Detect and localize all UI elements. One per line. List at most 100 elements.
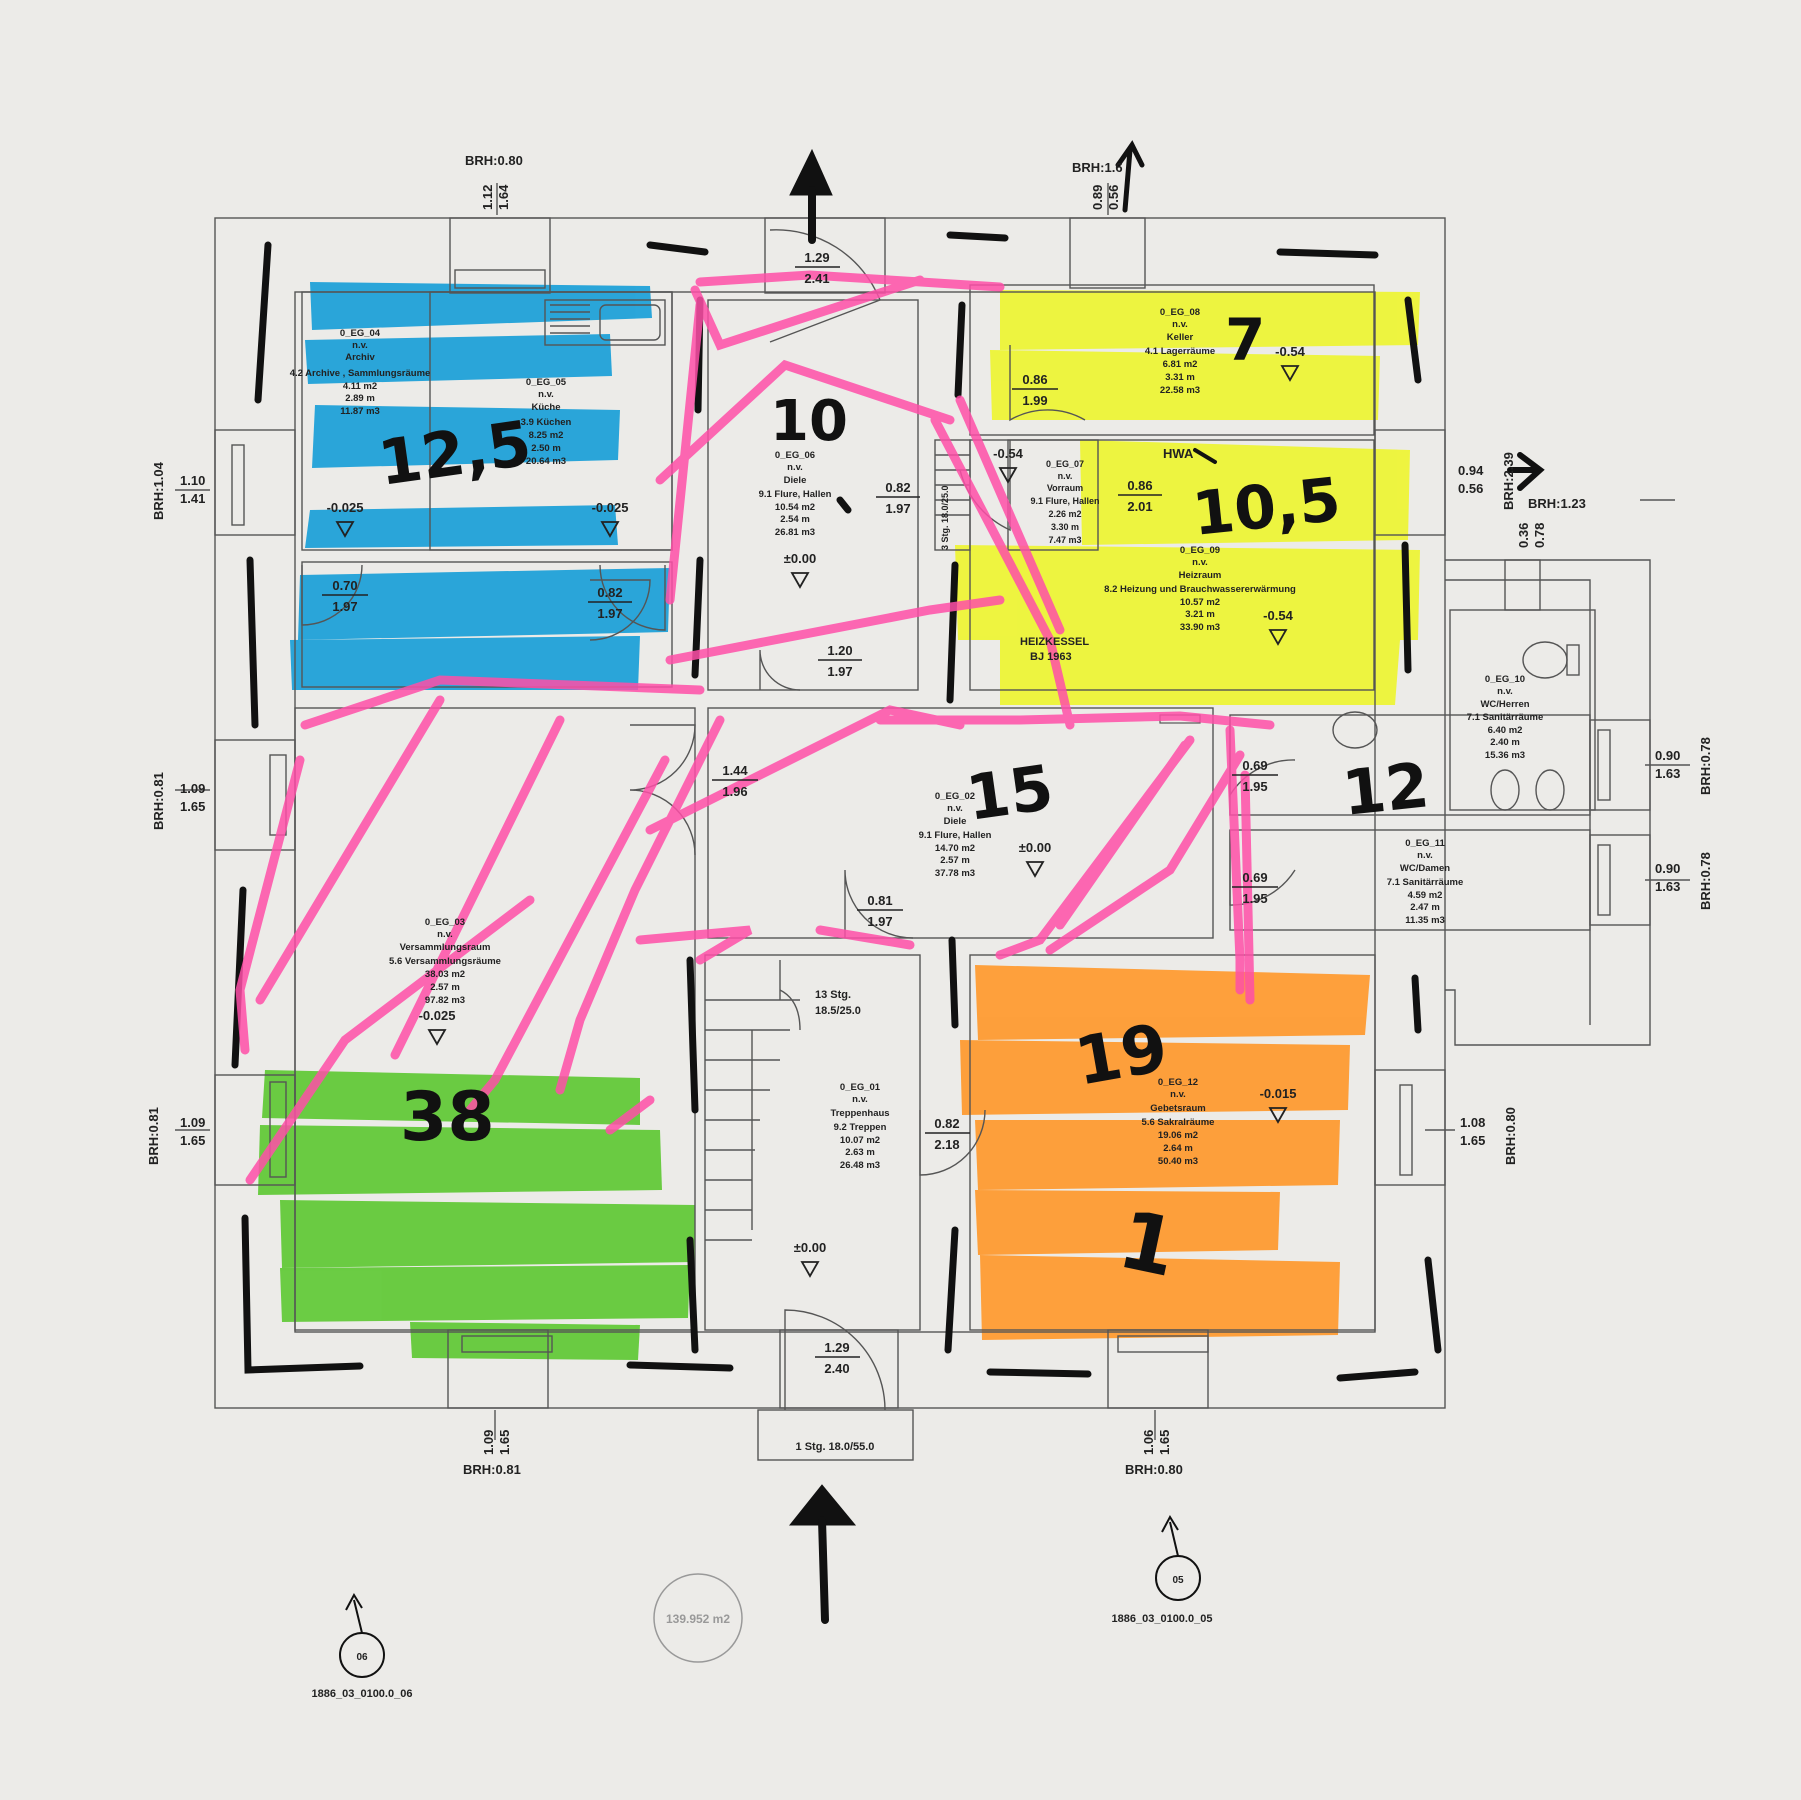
room-height: 2.54 m (780, 514, 810, 525)
section-marker-right: 05 1886_03_0100.0_05 (1112, 1514, 1212, 1625)
misc-labels: HEIZKESSEL BJ 1963 HWA 13 Stg. 18.5/25.0… (796, 446, 1194, 1453)
win-left3-brh: BRH:0.81 (146, 1107, 161, 1165)
room-use: 3.9 Küchen (521, 417, 572, 428)
room-use: 5.6 Versammlungsräume (389, 956, 501, 967)
room-nv: n.v. (437, 929, 453, 940)
room-area: 4.59 m2 (1408, 890, 1443, 901)
door-entry-height: 2.40 (824, 1361, 849, 1376)
door-diele-bot-height: 1.97 (827, 664, 852, 679)
level-triangle-icon (1025, 861, 1045, 878)
win-top-right-a: 0.89 (1090, 185, 1105, 210)
door-diele-width: 0.82 (885, 480, 910, 495)
room-area: 6.40 m2 (1488, 725, 1523, 736)
win-right3-a: 0.90 (1655, 861, 1680, 876)
room-id: 0_EG_12 (1158, 1077, 1198, 1088)
door-dimension-rules (322, 266, 1278, 1358)
room-name: Treppenhaus (830, 1108, 889, 1119)
door-vers-height: 1.96 (722, 784, 747, 799)
room-name: Vorraum (1047, 483, 1083, 493)
room-volume: 22.58 m3 (1160, 385, 1200, 396)
room-nv: n.v. (1417, 850, 1433, 861)
win-right2-brh: BRH:0.78 (1698, 737, 1713, 795)
win-top-left-a: 1.12 (480, 185, 495, 210)
win-left1-a: 1.10 (180, 473, 205, 488)
room-id: 0_EG_09 (1180, 545, 1220, 556)
small-stairs-label: 3 Stg. 18.0/25.0 (940, 485, 950, 550)
win-left3-a: 1.09 (180, 1115, 205, 1130)
room-id: 0_EG_05 (526, 377, 567, 388)
win-left2-b: 1.65 (180, 799, 205, 814)
room-height: 2.50 m (531, 443, 561, 454)
room-height: 2.89 m (345, 393, 375, 404)
room-0_EG_10: 0_EG_10 n.v. WC/Herren 7.1 Sanitärräume … (1467, 674, 1544, 761)
room-nv: n.v. (787, 462, 803, 473)
room-0_EG_05: 0_EG_05 n.v. Küche 3.9 Küchen 8.25 m2 2.… (521, 377, 572, 467)
total-area-stamp: 139.952 m2 (653, 1573, 743, 1663)
room-name: WC/Damen (1400, 863, 1450, 874)
room-name: Keller (1167, 332, 1194, 343)
marker-orange (960, 965, 1370, 1340)
room-area: 10.07 m2 (840, 1135, 880, 1146)
level-triangle-icon (335, 521, 355, 538)
hw-diele-area: 10 (770, 389, 848, 454)
level-triangle-icon (1280, 365, 1300, 382)
door-heiz-height: 2.01 (1127, 499, 1152, 514)
win-top-right-b: 0.56 (1106, 185, 1121, 210)
room-area: 38.03 m2 (425, 969, 465, 980)
room-height: 2.57 m (430, 982, 460, 993)
win-left1-b: 1.41 (180, 491, 205, 506)
marker-pink-hatch (235, 270, 1275, 1185)
win-right4-a: 1.08 (1460, 1115, 1485, 1130)
win-left1-brh: BRH:1.04 (151, 461, 166, 520)
win-right3-brh: BRH:0.78 (1698, 852, 1713, 910)
win-bot-left-b: 1.65 (497, 1430, 512, 1455)
level-heiz: -0.54 (1263, 608, 1293, 623)
door-keller-width: 0.86 (1022, 372, 1047, 387)
section-left-reference: 1886_03_0100.0_06 (312, 1688, 413, 1700)
room-volume: 11.35 m3 (1405, 915, 1445, 926)
room-use: 5.6 Sakralräume (1142, 1117, 1215, 1128)
door-kueche-width: 0.82 (597, 585, 622, 600)
room-id: 0_EG_07 (1046, 459, 1084, 469)
heizkessel-label: HEIZKESSEL (1020, 636, 1089, 648)
room-id: 0_EG_11 (1405, 838, 1445, 849)
section-left-number: 06 (356, 1652, 368, 1663)
win-top-left-b: 1.64 (496, 184, 511, 210)
room-volume: 7.47 m3 (1048, 535, 1081, 545)
win-right1-brh: BRH:2.39 (1501, 452, 1516, 510)
win-wc-top-b: 0.78 (1532, 523, 1547, 548)
heizkessel-year: BJ 1963 (1030, 651, 1072, 663)
door-kueche-height: 1.97 (597, 606, 622, 621)
level-diele2: ±0.00 (1019, 840, 1051, 855)
level-markers (335, 365, 1300, 1278)
room-0_EG_12: 0_EG_12 n.v. Gebetsraum 5.6 Sakralräume … (1142, 1077, 1215, 1167)
room-volume: 37.78 m3 (935, 868, 975, 879)
room-nv: n.v. (538, 389, 554, 400)
room-height: 3.30 m (1051, 522, 1079, 532)
level-trep: ±0.00 (794, 1240, 826, 1255)
level-diele: ±0.00 (784, 551, 816, 566)
room-nv: n.v. (1058, 471, 1073, 481)
door-gebet-height: 2.18 (934, 1137, 959, 1152)
level-kueche: -0.025 (592, 500, 629, 515)
room-id: 0_EG_01 (840, 1082, 881, 1093)
win-right4-b: 1.65 (1460, 1133, 1485, 1148)
room-id: 0_EG_04 (340, 328, 381, 339)
room-area: 2.26 m2 (1048, 509, 1081, 519)
door-trep-height: 1.97 (867, 914, 892, 929)
level-archiv: -0.025 (327, 500, 364, 515)
room-height: 2.64 m (1163, 1143, 1193, 1154)
floor-levels: -0.025 -0.025 ±0.00 -0.54 -0.54 -0.54 ±0… (327, 344, 1306, 1255)
room-nv: n.v. (947, 803, 963, 814)
room-name: Gebetsraum (1150, 1103, 1205, 1114)
level-triangle-icon (998, 467, 1018, 484)
win-right1-b: 0.56 (1458, 481, 1483, 496)
arrow-up-icon (1115, 140, 1145, 213)
room-0_EG_03: 0_EG_03 n.v. Versammlungsraum 5.6 Versam… (389, 917, 501, 1006)
room-use: 8.2 Heizung und Brauchwassererwärmung (1104, 584, 1296, 595)
entry-step-label: 1 Stg. 18.0/55.0 (796, 1441, 875, 1453)
room-height: 2.47 m (1410, 902, 1440, 913)
room-area: 6.81 m2 (1163, 359, 1198, 370)
room-volume: 97.82 m3 (425, 995, 465, 1006)
